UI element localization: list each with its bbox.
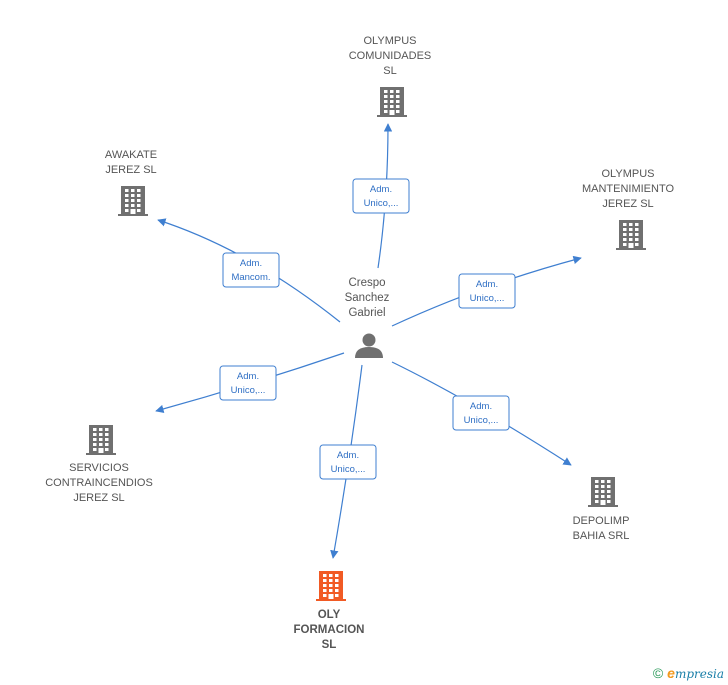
company-label-line: OLY [318,609,341,621]
brand-logo: empresia [667,665,724,681]
building-icon[interactable] [118,186,148,216]
copyright-symbol: © [652,665,664,681]
building-icon[interactable] [616,220,646,250]
company-label-awakate-jerez[interactable]: AWAKATE JEREZ SL [105,149,157,176]
edge-label-line: Unico,... [331,464,366,475]
person-name-line: Sanchez [345,292,390,304]
building-icon[interactable] [316,571,346,601]
edge-label-line: Adm. [337,450,359,461]
company-label-line: JEREZ SL [602,198,653,210]
footer-brand: © empresia [653,665,724,681]
person-icon [355,333,383,358]
company-label-line: MANTENIMIENTO [582,183,675,195]
company-label-oly-formacion[interactable]: OLY FORMACION SL [294,609,365,651]
edge-label-line: Adm. [470,401,492,412]
company-label-line: CONTRAINCENDIOS [45,477,153,489]
company-label-line: SL [322,639,337,651]
company-label-olympus-comunidades[interactable]: OLYMPUS COMUNIDADES SL [349,35,432,77]
person-name-line: Crespo [348,277,385,289]
edge-label-line: Mancom. [231,272,270,283]
building-icon[interactable] [86,425,116,455]
company-label-depolimp-bahia[interactable]: DEPOLIMP BAHIA SRL [573,515,630,542]
edge-label-olympus-mantenimiento[interactable]: Adm. Unico,... [458,273,516,309]
person-name-line: Gabriel [348,307,385,319]
company-label-line: SERVICIOS [69,462,129,474]
edge-label-line: Adm. [476,279,498,290]
edge-label-line: Unico,... [464,415,499,426]
company-label-line: FORMACION [294,624,365,636]
company-label-olympus-mantenimiento[interactable]: OLYMPUS MANTENIMIENTO JEREZ SL [582,168,675,210]
edge-label-olympus-comunidades[interactable]: Adm. Unico,... [352,178,410,214]
company-label-servicios-contraincendios[interactable]: SERVICIOS CONTRAINCENDIOS JEREZ SL [45,462,153,504]
company-label-line: OLYMPUS [364,35,417,47]
company-label-line: COMUNIDADES [349,50,432,62]
edge-label-servicios-contraincendios[interactable]: Adm. Unico,... [219,365,277,401]
company-label-line: OLYMPUS [602,168,655,180]
edge-label-line: Unico,... [364,198,399,209]
edge-label-line: Unico,... [470,293,505,304]
edge-label-depolimp-bahia[interactable]: Adm. Unico,... [452,395,510,431]
building-icon[interactable] [588,477,618,507]
company-label-line: AWAKATE [105,149,157,161]
building-icon[interactable] [377,87,407,117]
company-label-line: DEPOLIMP [573,515,630,527]
edge-label-line: Unico,... [231,385,266,396]
edge-label-oly-formacion[interactable]: Adm. Unico,... [319,444,377,480]
company-label-line: SL [383,65,396,77]
company-label-line: JEREZ SL [73,492,124,504]
edge-label-line: Adm. [237,371,259,382]
company-label-line: BAHIA SRL [573,530,630,542]
edge-label-line: Adm. [240,258,262,269]
company-label-line: JEREZ SL [105,164,156,176]
edge-label-line: Adm. [370,184,392,195]
edge-label-awakate-jerez[interactable]: Adm. Mancom. [222,252,280,288]
